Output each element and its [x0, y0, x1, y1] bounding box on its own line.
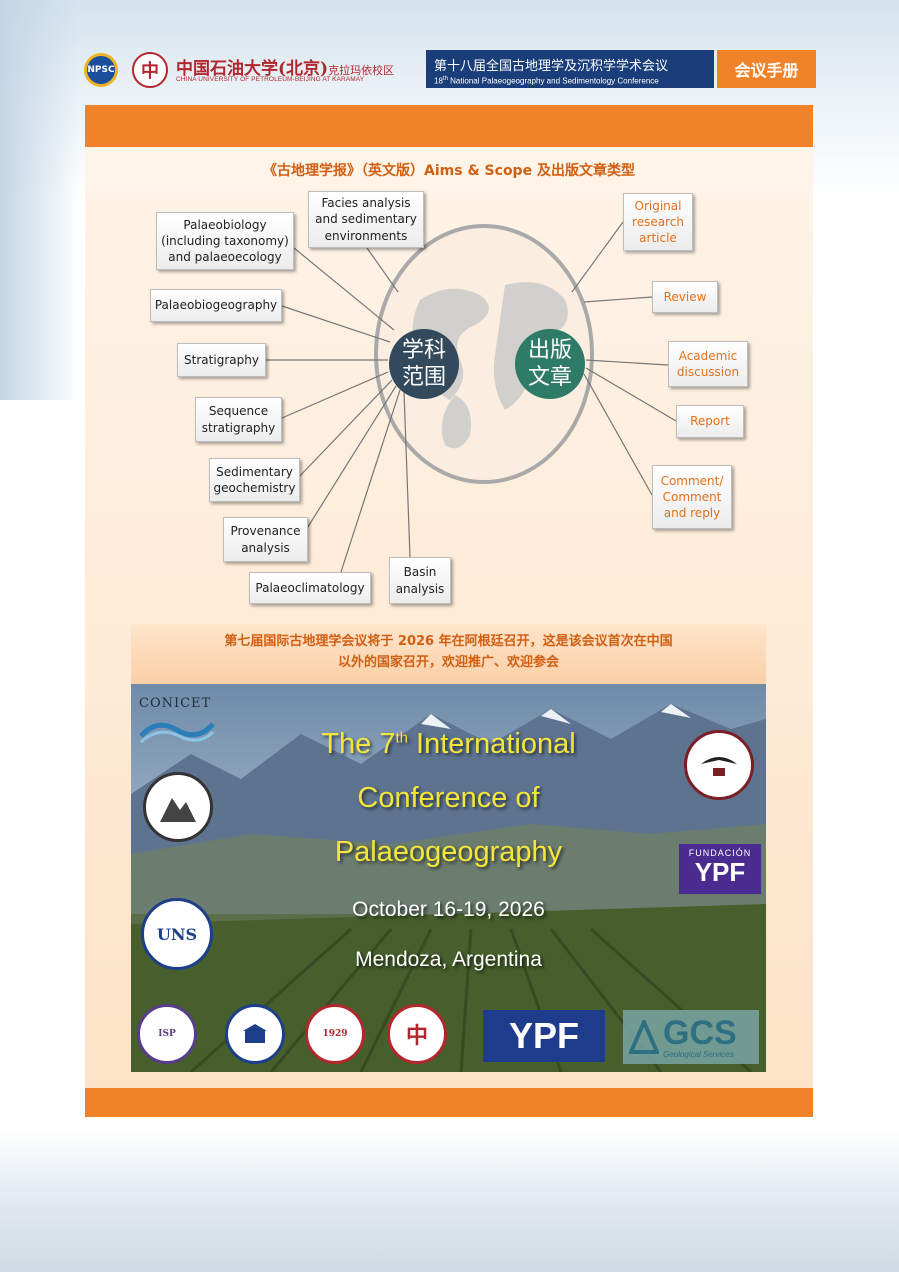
hub-articles: 出版文章 [515, 329, 585, 399]
geology-department-seal [143, 772, 213, 842]
scope-sequence-stratigraphy: Sequence stratigraphy [195, 397, 282, 442]
line-palaeobiology [293, 247, 395, 331]
mountain-seal-icon [160, 798, 196, 822]
orange-band-top [85, 105, 813, 147]
orange-band-bottom [85, 1088, 813, 1117]
scope-facies-analysis: Facies analysis and sedimentary environm… [308, 191, 424, 248]
poster-date: October 16-19, 2026 [352, 898, 545, 921]
mountains-illustration [131, 704, 766, 1072]
npsc-logo: NPSC [84, 53, 118, 87]
conicet-wave-icon [139, 722, 215, 744]
line-basin [403, 391, 411, 558]
globe-continent-3 [441, 395, 471, 449]
handbook-label: 会议手册 [717, 50, 816, 88]
poster-title-line-1: The 7th International [321, 728, 576, 760]
line-palaeobiogeography [281, 305, 391, 343]
ypf-logo: YPF [483, 1010, 605, 1062]
line-palaeoclimatology [339, 389, 401, 576]
cas-building-icon [243, 1024, 267, 1043]
uns-seal: UNS [141, 898, 213, 970]
background-sky-bottom [0, 1130, 899, 1272]
cupb-logo: 中 [132, 52, 168, 88]
cupb-seal: 中 [387, 1004, 447, 1064]
line-provenance [305, 385, 397, 531]
scope-provenance-analysis: Provenance analysis [223, 517, 308, 562]
poster-title-line-2: Conference of [357, 782, 540, 814]
scope-stratigraphy: Stratigraphy [177, 343, 266, 377]
line-report [585, 367, 677, 422]
conference-poster: CONICET The 7th International Conference… [131, 684, 766, 1072]
condor-seal-icon [701, 757, 737, 776]
line-sequence [281, 371, 389, 419]
gcs-triangle-icon [629, 1020, 659, 1054]
conicet-logo: CONICET [139, 696, 212, 711]
line-original [571, 221, 624, 293]
section-title: 《古地理学报》（英文版）Aims & Scope 及出版文章类型 [263, 163, 635, 179]
conference-banner: 第十八届全国古地理学及沉积学学术会议 18th National Palaeog… [426, 50, 714, 88]
conference-name-cn: 第十八届全国古地理学及沉积学学术会议 [434, 59, 669, 74]
palaeogeography-society-seal: 1929 [305, 1004, 365, 1064]
poster-title-line-3: Palaeogeography [334, 836, 563, 868]
article-report: Report [676, 405, 744, 438]
cas-seal [225, 1004, 285, 1064]
university-cuyo-seal [684, 730, 754, 800]
poster-location: Mendoza, Argentina [355, 948, 542, 971]
line-review [583, 296, 653, 303]
line-facies [366, 247, 399, 293]
scope-palaeobiology: Palaeobiology (including taxonomy) and p… [156, 212, 294, 270]
scope-palaeoclimatology: Palaeoclimatology [249, 572, 371, 604]
scope-basin-analysis: Basin analysis [389, 557, 451, 604]
line-comment [583, 373, 653, 496]
line-academic [585, 359, 669, 366]
hub-scope: 学科范围 [389, 329, 459, 399]
conference-name-en: 18th National Palaeogeography and Sedime… [434, 76, 659, 86]
article-review: Review [652, 281, 718, 313]
line-geochemistry [295, 379, 393, 481]
scope-sedimentary-geochemistry: Sedimentary geochemistry [209, 458, 300, 502]
background-wash-left [0, 0, 80, 400]
article-academic-discussion: Academic discussion [668, 341, 748, 387]
isp-seal: ISP [137, 1004, 197, 1064]
university-name-en: CHINA UNIVERSITY OF PETROLEUM-BEIJING AT… [176, 76, 365, 83]
article-original-research: Original research article [623, 193, 693, 251]
fundacion-ypf-logo: FUNDACIÓN YPF [679, 844, 761, 894]
gcs-logo: GCS Geological Services [623, 1010, 759, 1064]
article-comment-reply: Comment/ Comment and reply [652, 465, 732, 529]
announcement-line-2: 以外的国家召开，欢迎推广、欢迎参会 [337, 655, 559, 670]
announcement-line-1: 第七届国际古地理学会议将于 2026 年在阿根廷召开，这是该会议首次在中国 [224, 634, 673, 649]
announcement-strip: 第七届国际古地理学会议将于 2026 年在阿根廷召开，这是该会议首次在中国 以外… [131, 624, 766, 684]
scope-palaeobiogeography: Palaeobiogeography [150, 289, 282, 322]
university-name-cn: 中国石油大学(北京)克拉玛依校区 [176, 59, 395, 79]
